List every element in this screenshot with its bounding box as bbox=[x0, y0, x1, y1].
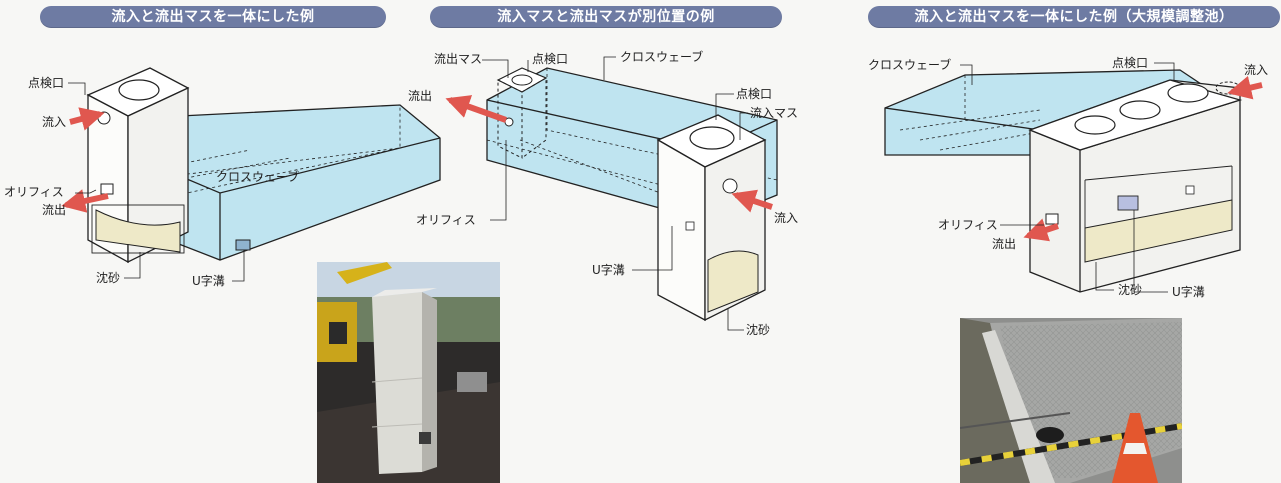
label-orifice-3: オリフィス bbox=[938, 218, 998, 232]
inflow-basin bbox=[656, 114, 767, 322]
label-inflow-2: 流入 bbox=[774, 211, 798, 225]
outflow-arrow bbox=[61, 189, 109, 213]
label-inflow: 流入 bbox=[42, 115, 66, 129]
manhole-box bbox=[86, 67, 190, 264]
label-u-ditch-3: U字溝 bbox=[1172, 284, 1205, 299]
outflow-basin bbox=[496, 67, 548, 159]
label-crosswave-2: クロスウェーブ bbox=[620, 49, 703, 64]
inflow-arrow bbox=[69, 107, 105, 131]
label-outflow-2: 流出 bbox=[408, 89, 432, 103]
inflow-arrow-2 bbox=[731, 189, 773, 213]
label-sediment-2: 沈砂 bbox=[746, 322, 770, 337]
label-outflow-3: 流出 bbox=[992, 237, 1016, 251]
label-inspection-port-1: 点検口 bbox=[532, 52, 568, 66]
label-crosswave-3: クロスウェーブ bbox=[868, 57, 951, 72]
inflow-arrow-3 bbox=[1227, 75, 1263, 100]
label-inflow-basin: 流入マス bbox=[750, 106, 798, 120]
construction-photo-2-image bbox=[960, 318, 1182, 483]
label-outflow: 流出 bbox=[42, 203, 66, 217]
label-inspection-port-3: 点検口 bbox=[1112, 56, 1148, 70]
label-inflow-3: 流入 bbox=[1244, 63, 1268, 77]
diagram-large-scale: クロスウェーブ 点検口 流入 オリフィス 流出 沈砂 U字溝 bbox=[868, 56, 1268, 299]
outflow-arrow-2 bbox=[445, 95, 508, 123]
label-inspection-port: 点検口 bbox=[28, 76, 64, 90]
diagram-integrated: 点検口 流入 オリフィス 流出 クロスウェーブ 沈砂 U字溝 bbox=[4, 67, 441, 288]
construction-photo-2 bbox=[960, 318, 1182, 483]
label-crosswave: クロスウェーブ bbox=[216, 169, 299, 184]
label-u-ditch: U字溝 bbox=[192, 273, 225, 288]
label-orifice: オリフィス bbox=[4, 185, 64, 199]
label-sediment-3: 沈砂 bbox=[1118, 282, 1142, 297]
large-basin bbox=[1028, 79, 1243, 293]
label-sediment: 沈砂 bbox=[96, 270, 120, 285]
banner-separate-basins-example: 流入マスと流出マスが別位置の例 bbox=[430, 6, 782, 28]
banner-large-scale-example: 流入と流出マスを一体にした例（大規模調整池） bbox=[868, 6, 1280, 28]
label-inspection-port-2: 点検口 bbox=[736, 87, 772, 101]
label-u-ditch-2: U字溝 bbox=[592, 262, 625, 277]
banner-integrated-example: 流入と流出マスを一体にした例 bbox=[40, 6, 386, 28]
label-outflow-basin: 流出マス bbox=[434, 52, 482, 66]
label-orifice-2: オリフィス bbox=[416, 213, 476, 227]
outflow-arrow-3 bbox=[1023, 218, 1059, 242]
construction-photo-1-image bbox=[317, 262, 500, 483]
construction-photo-1 bbox=[317, 262, 500, 483]
diagram-separate: 流出マス 点検口 クロスウェーブ 流出 点検口 流入マス オリフィス 流入 U字… bbox=[408, 49, 798, 337]
